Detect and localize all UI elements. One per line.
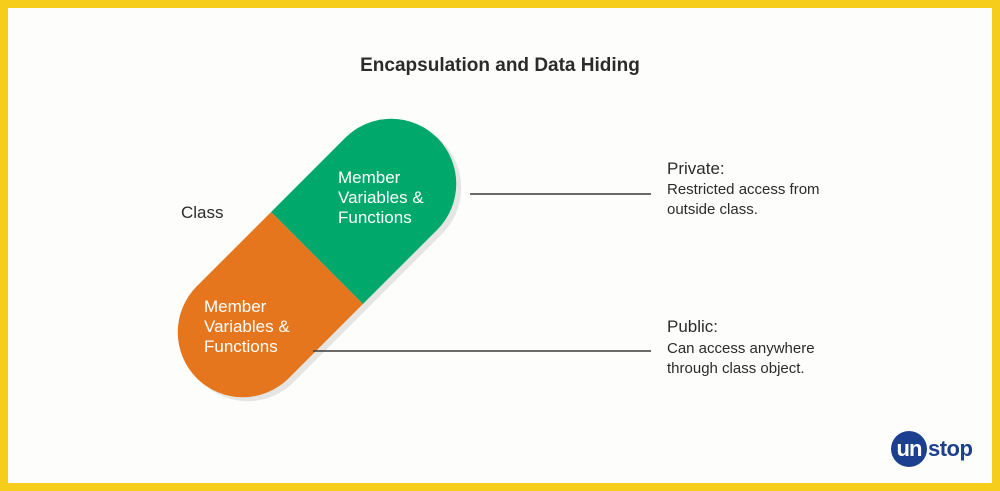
capsule-top-text: Member Variables & Functions: [338, 168, 424, 227]
public-heading: Public:: [667, 317, 719, 336]
private-description: Restricted access from outside class.: [667, 181, 820, 218]
logo-mark: un: [891, 431, 927, 467]
logo-wordmark: stop: [928, 436, 973, 461]
private-heading: Private:: [667, 159, 725, 178]
capsule-bottom-text: Member Variables & Functions: [204, 297, 290, 356]
public-description: Can access anywhere through class object…: [667, 340, 815, 377]
unstop-logo: un stop: [891, 431, 973, 467]
diagram-title: Encapsulation and Data Hiding: [360, 55, 640, 76]
class-label: Class: [181, 203, 224, 222]
